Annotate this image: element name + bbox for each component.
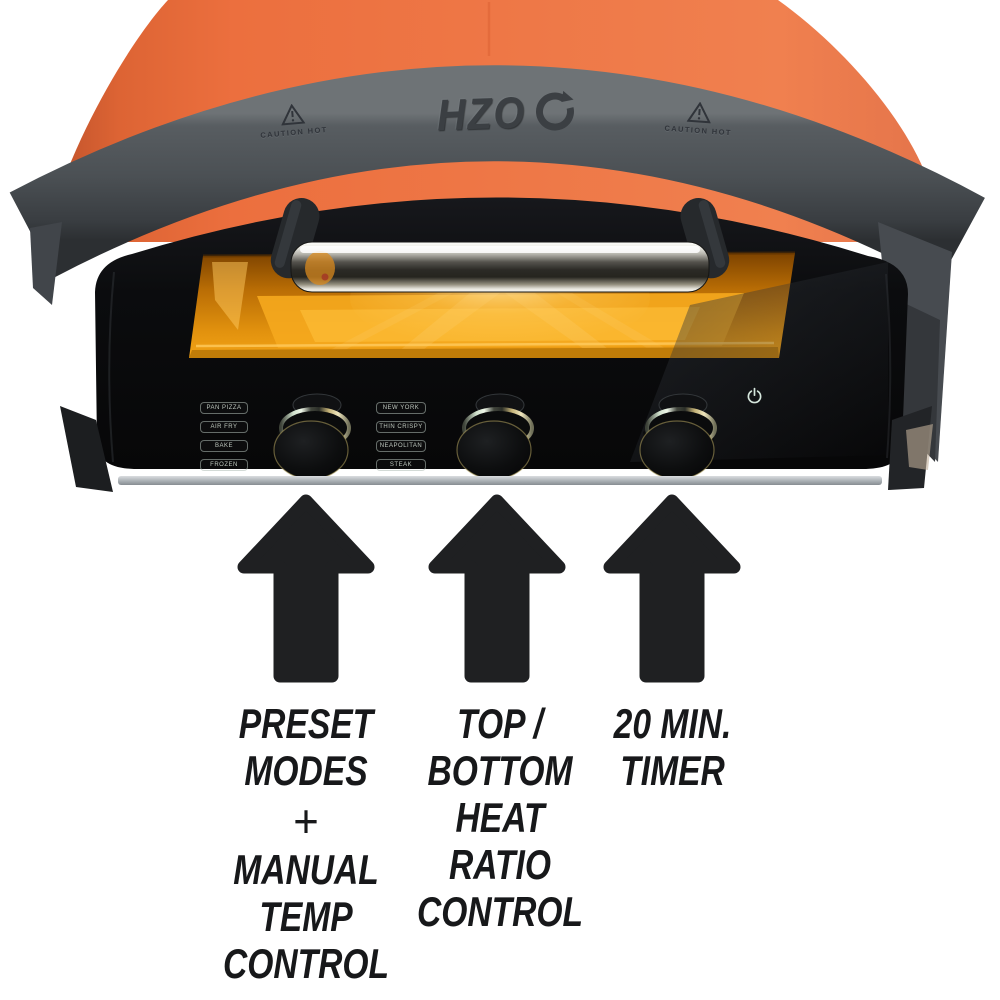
plus-sign: +	[293, 795, 319, 847]
warning-triangle-icon	[686, 101, 711, 124]
oven-bezel-band	[9, 65, 985, 283]
preset-chip-steak: STEAK	[376, 459, 426, 471]
oven-bottom-strip	[118, 476, 882, 485]
oven-foot-right-tan	[906, 424, 933, 470]
arrow-timer	[603, 494, 741, 683]
preset-chip-new-york: NEW YORK	[376, 402, 426, 414]
heat-ratio-knob	[456, 393, 534, 480]
oven-handle-chrome-bar	[290, 241, 710, 293]
preset-chip-neapolitan: NEAPOLITAN	[376, 440, 426, 452]
oven-foot-left	[60, 406, 113, 492]
preset-chip-thin-crispy: THIN CRISPY	[376, 421, 426, 433]
annotation-timer: 20 MIN. TIMER	[570, 700, 775, 794]
oven-door-seam-left	[108, 271, 115, 463]
oven-handle	[270, 198, 730, 293]
brand-logo-text: HZO	[435, 88, 527, 141]
annotation-arrows	[237, 494, 741, 683]
preset-label-top: PRESET MODES	[238, 700, 374, 794]
preset-mode-knob	[273, 393, 351, 480]
arrow-preset	[237, 494, 375, 683]
timer-label: 20 MIN. TIMER	[613, 700, 732, 794]
preset-label-bottom: MANUAL TEMP CONTROL	[222, 846, 390, 987]
warning-triangle-icon	[281, 103, 306, 126]
timer-knob	[639, 393, 717, 480]
preset-chip-air-fry: AIR FRY	[200, 421, 248, 433]
preset-mode-list-left: PAN PIZZA AIR FRY BAKE FROZEN	[200, 402, 248, 471]
brand-logo: HZO	[423, 81, 585, 147]
annotation-preset-modes: PRESET MODES + MANUAL TEMP CONTROL	[156, 700, 456, 987]
caution-label-right: CAUTION HOT	[652, 99, 746, 138]
caution-label-left: CAUTION HOT	[246, 100, 341, 141]
power-icon	[747, 387, 762, 404]
heat-label: TOP / BOTTOM HEAT RATIO CONTROL	[416, 700, 584, 935]
preset-chip-frozen: FROZEN	[200, 459, 248, 471]
preset-chip-bake: BAKE	[200, 440, 248, 452]
preset-mode-list-middle: NEW YORK THIN CRISPY NEAPOLITAN STEAK	[376, 402, 426, 471]
oven-bezel-left-side	[30, 222, 62, 305]
annotation-heat-ratio: TOP / BOTTOM HEAT RATIO CONTROL	[395, 700, 605, 935]
preset-chip-pan-pizza: PAN PIZZA	[200, 402, 248, 414]
arrow-heat	[428, 494, 566, 683]
pizza-slice-icon	[536, 90, 575, 131]
